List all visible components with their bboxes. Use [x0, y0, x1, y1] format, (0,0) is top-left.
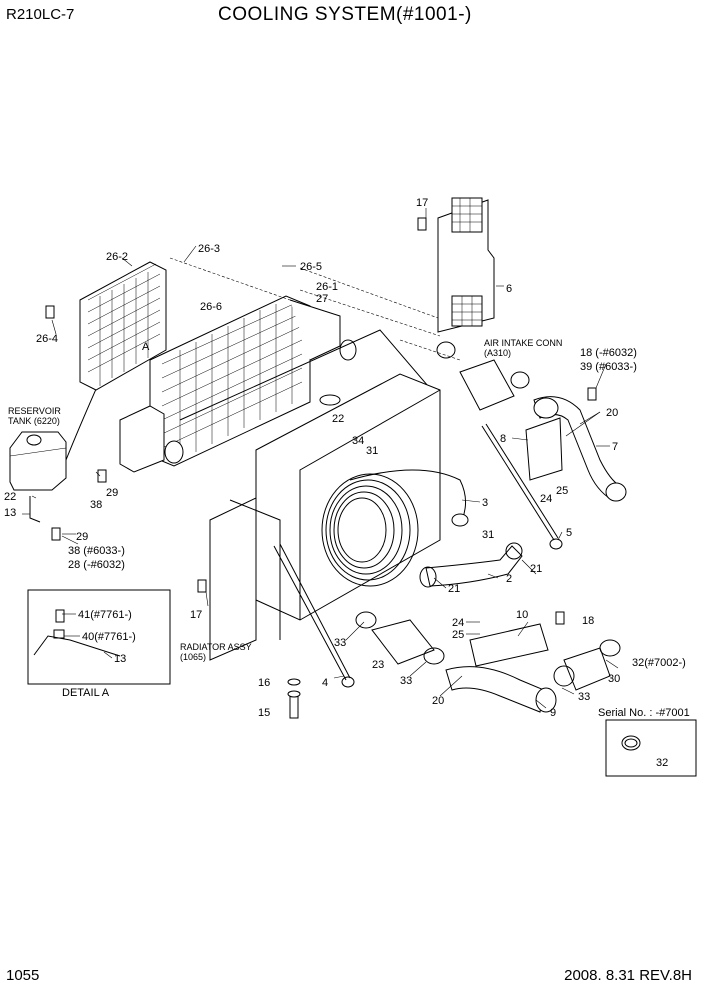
- callout-17-top: 17: [416, 197, 428, 209]
- detail-a-marker: A: [142, 341, 150, 353]
- callout-32-7002: 32(#7002-): [632, 657, 686, 669]
- callout-9: 9: [550, 707, 556, 719]
- washer-16: [287, 678, 301, 686]
- callout-17-lower: 17: [190, 609, 202, 621]
- radiator-assy-code: (1065): [180, 652, 206, 662]
- callout-20-upper: 20: [606, 407, 618, 419]
- bolt-15: [287, 690, 301, 719]
- bolt-18: [587, 387, 597, 401]
- callout-29-lower: 29: [76, 531, 88, 543]
- page-number: 1055: [6, 967, 40, 984]
- callout-2: 2: [506, 573, 512, 585]
- callout-15: 15: [258, 707, 270, 719]
- reservoir-tank: [9, 431, 67, 491]
- callout-10: 10: [516, 609, 528, 621]
- callout-6: 6: [506, 283, 512, 295]
- pipe-7: [525, 396, 627, 502]
- callout-25-upper: 25: [556, 485, 568, 497]
- hose-23: [355, 611, 445, 665]
- callout-39: 39 (#6033-): [580, 361, 637, 373]
- callout-29-upper: 29: [106, 487, 118, 499]
- callout-24-upper: 24: [540, 493, 552, 505]
- callout-28: 28 (-#6032): [68, 559, 125, 571]
- pipe-9: [445, 666, 557, 713]
- reservoir-label: RESERVOIR: [8, 406, 61, 416]
- clamp-32-icon: [621, 735, 641, 751]
- model-number: R210LC-7: [6, 6, 75, 23]
- rod-5: [481, 425, 555, 541]
- callout-27: 27: [316, 293, 328, 305]
- callout-34: 34: [352, 435, 364, 447]
- callout-38: 38: [90, 499, 102, 511]
- page-title: COOLING SYSTEM(#1001-): [218, 4, 472, 25]
- callout-18: 18 (-#6032): [580, 347, 637, 359]
- air-intake-hose: [436, 341, 530, 411]
- air-intake-label: AIR INTAKE CONN: [484, 338, 562, 348]
- callout-23: 23: [372, 659, 384, 671]
- hose-30: [553, 639, 621, 691]
- callout-26-4: 26-4: [36, 333, 58, 345]
- callout-33-left: 33: [334, 637, 346, 649]
- callout-18-lower: 18: [582, 615, 594, 627]
- callout-16: 16: [258, 677, 270, 689]
- callout-41: 41(#7761-): [78, 609, 132, 621]
- fan-coil: [321, 469, 469, 587]
- hose-2: [425, 545, 523, 587]
- callout-38-6033: 38 (#6033-): [68, 545, 125, 557]
- radiator-core: [119, 295, 357, 473]
- callout-22-left: 22: [4, 491, 16, 503]
- bracket-10: [469, 623, 549, 667]
- radiator-assy-label: RADIATOR ASSY: [180, 642, 252, 652]
- detail-a-fitting-41: [55, 609, 65, 623]
- callout-3: 3: [482, 497, 488, 509]
- bolt-17b: [197, 579, 207, 593]
- serial-box: [605, 719, 697, 777]
- bolt-38b: [51, 527, 61, 541]
- callout-21-right: 21: [530, 563, 542, 575]
- serial-number-label: Serial No. : -#7001: [598, 707, 690, 719]
- rod-4: [273, 545, 347, 681]
- callout-33-mid: 33: [400, 675, 412, 687]
- callout-31-upper: 31: [366, 445, 378, 457]
- radiator-cap: [319, 394, 341, 406]
- callout-7: 7: [612, 441, 618, 453]
- bolt-17: [417, 217, 427, 231]
- callout-24-lower: 24: [452, 617, 464, 629]
- callout-26-1: 26-1: [316, 281, 338, 293]
- callout-26-5: 26-5: [300, 261, 322, 273]
- callout-26-6: 26-6: [200, 301, 222, 313]
- detail-a-box: [27, 589, 171, 685]
- callout-31-lower: 31: [482, 529, 494, 541]
- bracket-6: [437, 197, 495, 333]
- air-intake-code: (A310): [484, 348, 511, 358]
- callout-26-2: 26-2: [106, 251, 128, 263]
- callout-21-left: 21: [448, 583, 460, 595]
- date-revision: 2008. 8.31 REV.8H: [564, 967, 692, 984]
- callout-13-detail: 13: [114, 653, 126, 665]
- callout-5: 5: [566, 527, 572, 539]
- callout-25-lower: 25: [452, 629, 464, 641]
- reservoir-code: TANK (6220): [8, 416, 60, 426]
- detail-a-fitting-40: [53, 629, 65, 639]
- callout-33-right: 33: [578, 691, 590, 703]
- intercooler-core: [79, 261, 167, 391]
- callout-8: 8: [500, 433, 506, 445]
- callout-22-cap: 22: [332, 413, 344, 425]
- callout-4: 4: [322, 677, 328, 689]
- callout-20-lower: 20: [432, 695, 444, 707]
- callout-32-serial: 32: [656, 757, 668, 769]
- callout-40: 40(#7761-): [82, 631, 136, 643]
- bolt-38: [97, 469, 107, 483]
- detail-a-label: DETAIL A: [62, 687, 110, 699]
- callout-26-3: 26-3: [198, 243, 220, 255]
- bolt-18b: [555, 611, 565, 625]
- callout-30: 30: [608, 673, 620, 685]
- callout-13: 13: [4, 507, 16, 519]
- bolt-26-4: [45, 305, 55, 319]
